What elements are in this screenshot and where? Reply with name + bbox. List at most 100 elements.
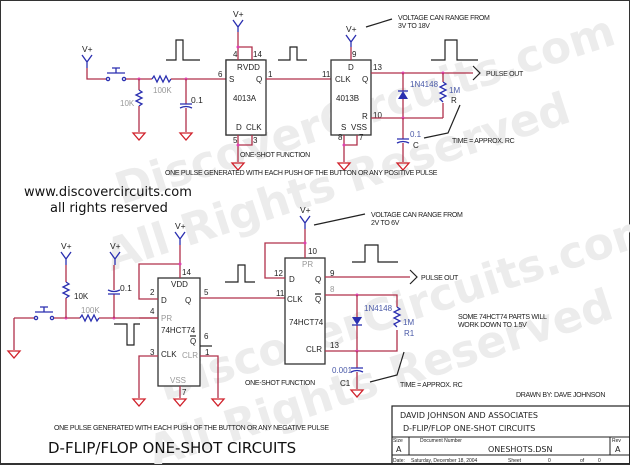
pin-label: Q [256,75,262,84]
time-note: TIME = APPROX. RC [452,138,515,145]
sheet-label: Sheet [508,458,522,464]
title-block: DAVID JOHNSON AND ASSOCIATES D-FLIP/FLOP… [391,405,630,464]
pin-label: CLK [287,295,303,304]
rev-value: A [615,445,621,454]
size-value: A [396,445,402,454]
pin-label: VDD [243,63,260,72]
chip-74hct74-b [284,257,326,365]
pin-number: 11 [276,289,285,298]
pin-label: CLK [335,75,351,84]
pin-number: 8 [338,133,343,142]
pin-number: 5 [233,136,238,145]
top-circuit: V+ 10K 100K 0.1 R VDD [81,9,524,177]
function-label: ONE-SHOT FUNCTION [245,380,315,387]
pin-label: D [161,296,167,305]
pin-label: PR [302,260,313,269]
parts-note: WORK DOWN TO 1.5V [458,322,527,329]
pin-number: 2 [150,288,155,297]
pin-label: CLK [246,123,262,132]
pin-number: 10 [308,247,317,256]
c-timing-label: 0.1 [410,130,422,139]
site-rights: all rights reserved [50,201,168,216]
pin-label: D [289,275,295,284]
capacitor-timing [350,367,364,373]
pin-number: 6 [204,332,209,341]
pin-label: S [341,123,346,132]
pin-label: D [348,63,354,72]
chip-name: 4013A [233,94,257,103]
date-value: Saturday, December 18, 2004 [411,458,478,464]
pushbutton[interactable] [33,306,55,321]
diode-label: 1N4148 [410,80,439,89]
pin-number: 14 [253,50,262,59]
r-timing-ref: R1 [404,329,415,338]
resistor-10k [134,89,144,107]
resistor-1m [392,306,402,328]
pin-number: 9 [330,269,335,278]
chip-74hct74-a [157,277,201,387]
caption: ONE PULSE GENERATED WITH EACH PUSH OF TH… [54,425,329,432]
vplus-label: V+ [110,241,121,251]
pulse-waveform [225,264,255,283]
pin-number: 5 [204,288,209,297]
pin-number: 14 [182,268,191,277]
parts-note: SOME 74HCT74 PARTS WILL [458,314,547,321]
pin-number: 1 [205,348,210,357]
pulse-waveform [352,244,398,263]
r-pullup-label: 10K [74,292,89,301]
c-timing-label: 0.001 [332,366,353,375]
chip-name: 4013B [336,94,359,103]
pin-label: S [229,75,234,84]
pin-number: 9 [352,50,357,59]
pin-label: CLR [306,345,322,354]
vplus-label: V+ [175,221,186,231]
diode-label: 1N4148 [364,304,393,313]
of-value: 0 [598,458,601,464]
bottom-circuit: V+ 10K 100K V+ 0.1 VDD D Q PR 74HCT74 Q … [6,205,547,432]
caption: ONE PULSE GENERATED WITH EACH PUSH OF TH… [165,170,438,177]
diode-1n4148 [398,91,408,99]
r-pulldown-label: 10K [120,99,135,108]
pin-label: VDD [171,280,188,289]
pin-number: 3 [150,348,155,357]
page-title: D-FLIP/FLOP ONE-SHOT CIRCUITS [48,439,296,457]
drawn-by: DRAWN BY: DAVE JOHNSON [516,392,605,399]
c-input-label: 0.1 [120,283,132,293]
pulse-out-label: PULSE OUT [421,275,459,282]
pulse-waveform [114,323,140,346]
c-timing-ref: C1 [340,379,351,388]
r-timing-ref: R [451,96,457,105]
r-series-label: 100K [153,86,172,95]
resistor-10k [61,281,71,299]
voltage-note: 2V TO 6V [371,220,400,227]
resistor-100k [79,313,100,323]
voltage-note: 3V TO 18V [398,23,430,30]
vplus-label: V+ [300,205,311,215]
pin-label: Q [315,275,321,284]
title-block-company: DAVID JOHNSON AND ASSOCIATES [400,411,538,420]
pin-label: D [236,123,242,132]
pulse-out-arrow [409,269,418,285]
pin-label: R [362,112,368,121]
pin-number: 1 [268,70,273,79]
pin-number: 4 [233,50,238,59]
size-label: Size [393,438,403,444]
sheet-value: 0 [548,458,551,464]
site-url: www.discovercircuits.com [24,185,192,200]
pin-label: VSS [351,123,367,132]
c-input-label: 0.1 [191,95,203,105]
voltage-note: VOLTAGE CAN RANGE FROM [371,212,463,219]
pulse-out-label: PULSE OUT [486,71,524,78]
chip-name: 74HCT74 [289,318,324,327]
vplus-label: V+ [233,9,244,19]
title-block-drawing-title: D-FLIP/FLOP ONE-SHOT CIRCUITS [403,424,535,433]
pulse-waveform [431,39,478,61]
pin-number: 13 [330,341,339,350]
vplus-symbol: V+ [81,44,93,68]
pin-number: 4 [150,307,155,316]
pin-label: Q [185,296,191,305]
pulse-waveform [166,39,200,61]
pushbutton[interactable] [105,67,127,82]
pin-number: 10 [373,111,382,120]
